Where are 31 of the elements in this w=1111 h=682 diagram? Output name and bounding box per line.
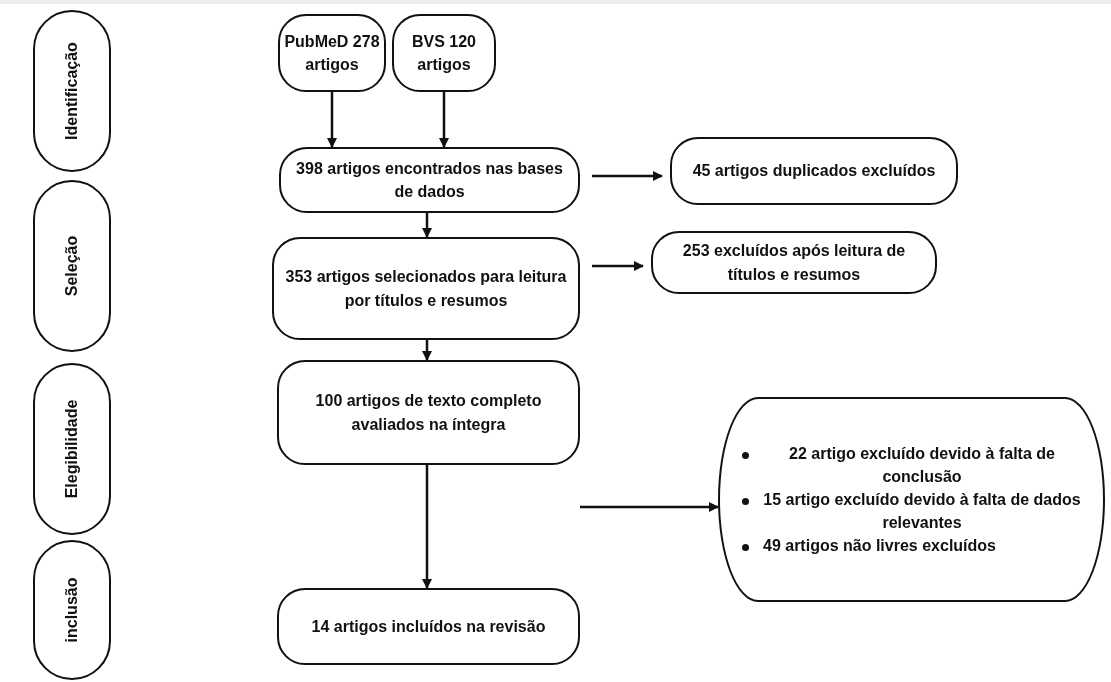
box-text: 45 artigos duplicados excluídos bbox=[692, 161, 936, 182]
list-item: 49 artigos não livres excluídos bbox=[763, 536, 996, 557]
arrow bbox=[592, 261, 644, 271]
process-box bbox=[277, 360, 580, 465]
arrow bbox=[327, 92, 337, 148]
arrow bbox=[422, 340, 432, 361]
box-text: PubMeD 278 artigos bbox=[284, 31, 380, 75]
box-text: BVS 120 artigos bbox=[410, 31, 477, 75]
arrow bbox=[422, 465, 432, 589]
box-text: 398 artigos encontrados nas bases de dados bbox=[295, 158, 564, 202]
box-text: 100 artigos de texto completo avaliados na íntegra bbox=[314, 391, 543, 435]
box-text: Seleção bbox=[62, 235, 82, 297]
process-box bbox=[279, 147, 580, 213]
arrow bbox=[422, 213, 432, 238]
process-box bbox=[272, 237, 580, 340]
box-text: 14 artigos incluídos na revisão bbox=[311, 616, 546, 637]
process-box bbox=[392, 14, 496, 92]
box-text: 253 excluídos após leitura de títulos e resumos bbox=[681, 241, 907, 285]
box-text: inclusão bbox=[62, 577, 82, 643]
box-text: Elegibilidade bbox=[62, 399, 82, 499]
list-item: 22 artigo excluído devido à falta de conclusão bbox=[788, 443, 1056, 487]
process-box bbox=[670, 137, 958, 205]
box-text: Identificação bbox=[62, 42, 82, 140]
process-box bbox=[277, 588, 580, 665]
process-box bbox=[278, 14, 386, 92]
arrow bbox=[592, 171, 663, 181]
arrow bbox=[580, 502, 719, 512]
arrow bbox=[439, 92, 449, 148]
box-text: 353 artigos selecionados para leitura por títulos e resumos bbox=[284, 267, 568, 311]
list-item: 15 artigo excluído devido à falta de dados relevantes bbox=[763, 489, 1081, 534]
process-box bbox=[651, 231, 937, 294]
